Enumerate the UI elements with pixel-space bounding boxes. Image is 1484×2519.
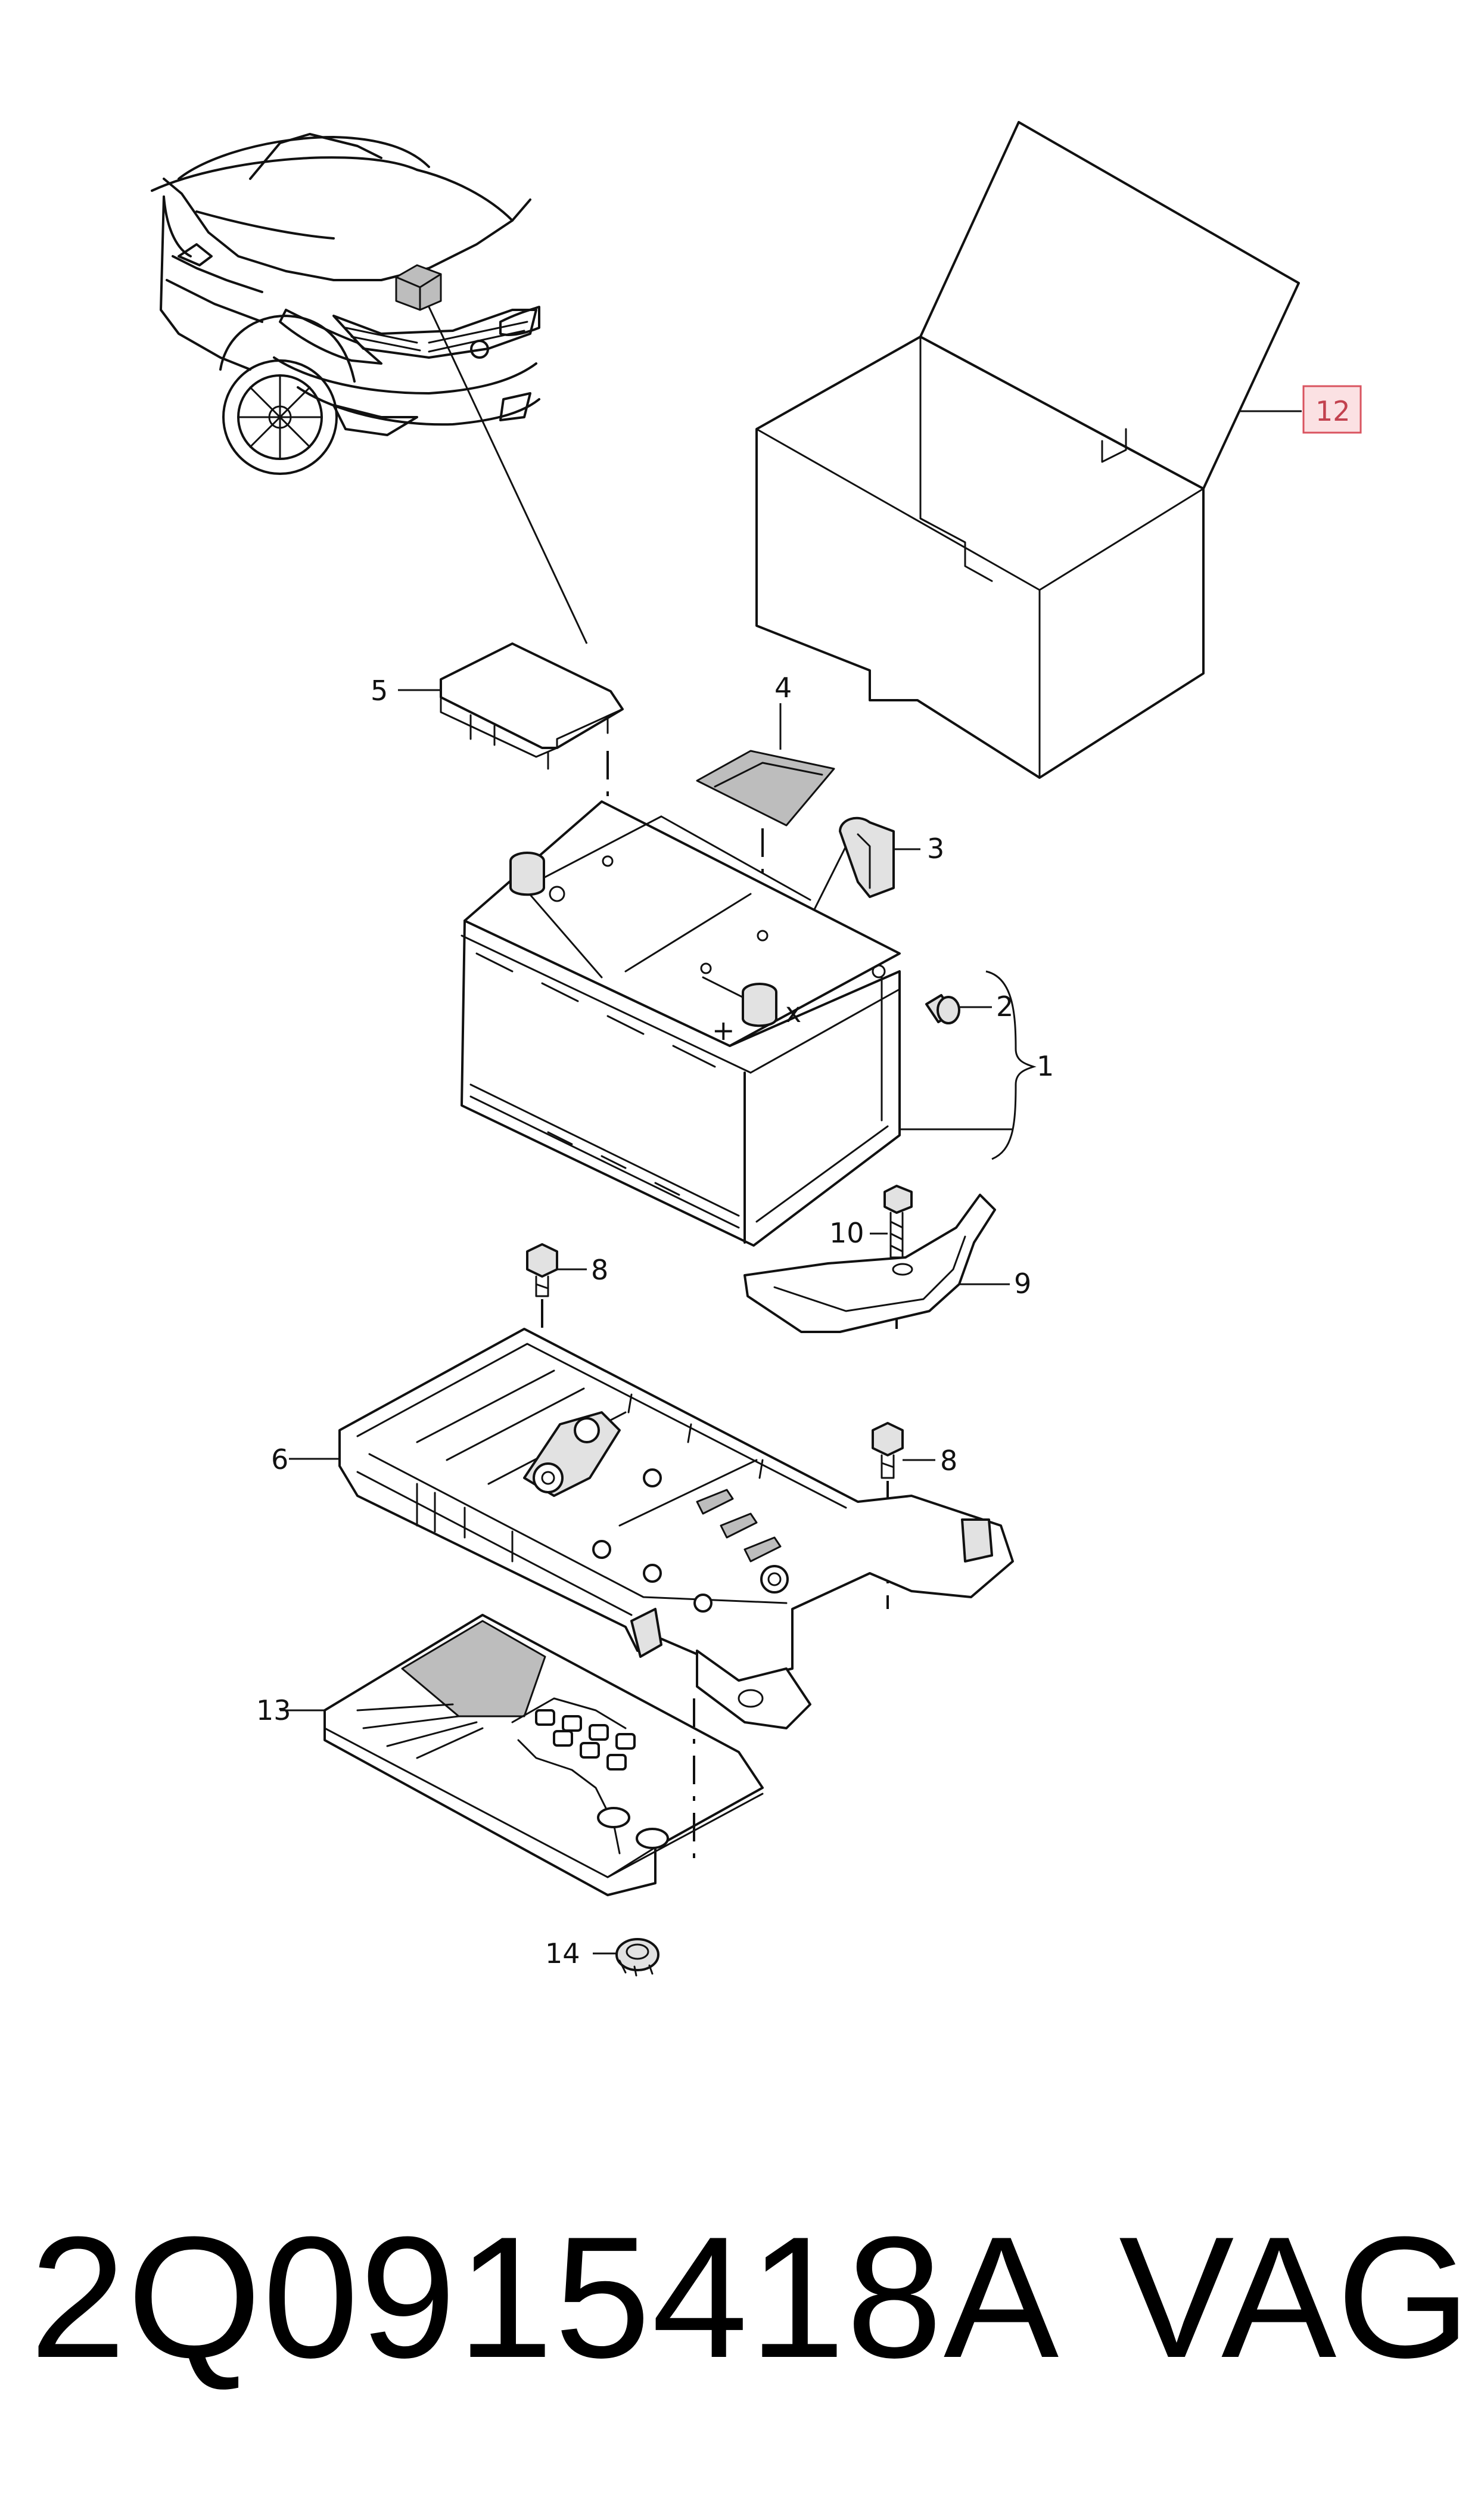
nut-part bbox=[615, 1938, 659, 1977]
locator-leader-line bbox=[428, 306, 588, 644]
callout-2: 2 bbox=[996, 990, 1013, 1023]
brand-caption: VAG bbox=[1119, 2201, 1471, 2394]
callout-12-highlight bbox=[1302, 385, 1362, 434]
terminal-plus-mark: + bbox=[712, 1014, 735, 1046]
callout-8-right: 8 bbox=[940, 1445, 957, 1477]
insulation-pad-part bbox=[323, 1614, 764, 1896]
bolt-8-left bbox=[526, 1243, 558, 1297]
vent-plug-part bbox=[925, 994, 960, 1024]
terminal-cap-part bbox=[839, 816, 895, 898]
hold-down-clamp-part bbox=[743, 1194, 996, 1333]
vehicle-front-illustration bbox=[151, 133, 540, 475]
callout-1: 1 bbox=[1037, 1050, 1054, 1082]
terminal-cross-mark: x bbox=[785, 996, 801, 1029]
battery-insulation-box bbox=[755, 121, 1300, 779]
battery-tray-part bbox=[338, 1328, 1014, 1729]
callout-5: 5 bbox=[371, 675, 388, 707]
callout-10: 10 bbox=[829, 1217, 864, 1249]
battery-part: + x bbox=[461, 800, 901, 1247]
hold-down-bolt-part bbox=[883, 1185, 913, 1259]
callout-1-bracket bbox=[985, 970, 1037, 1160]
bolt-8-right bbox=[872, 1422, 904, 1479]
battery-label-part bbox=[696, 750, 835, 827]
part-number-caption: 2Q0915418A bbox=[30, 2201, 1060, 2394]
callout-12: 12 bbox=[1315, 395, 1351, 427]
terminal-cover-part bbox=[440, 642, 624, 770]
callout-6: 6 bbox=[271, 1443, 288, 1476]
callout-9: 9 bbox=[1014, 1268, 1031, 1300]
callout-13: 13 bbox=[256, 1694, 291, 1726]
callout-4: 4 bbox=[774, 672, 792, 704]
callout-14: 14 bbox=[545, 1937, 580, 1970]
callout-8-left: 8 bbox=[591, 1254, 608, 1286]
callout-3: 3 bbox=[927, 833, 944, 865]
